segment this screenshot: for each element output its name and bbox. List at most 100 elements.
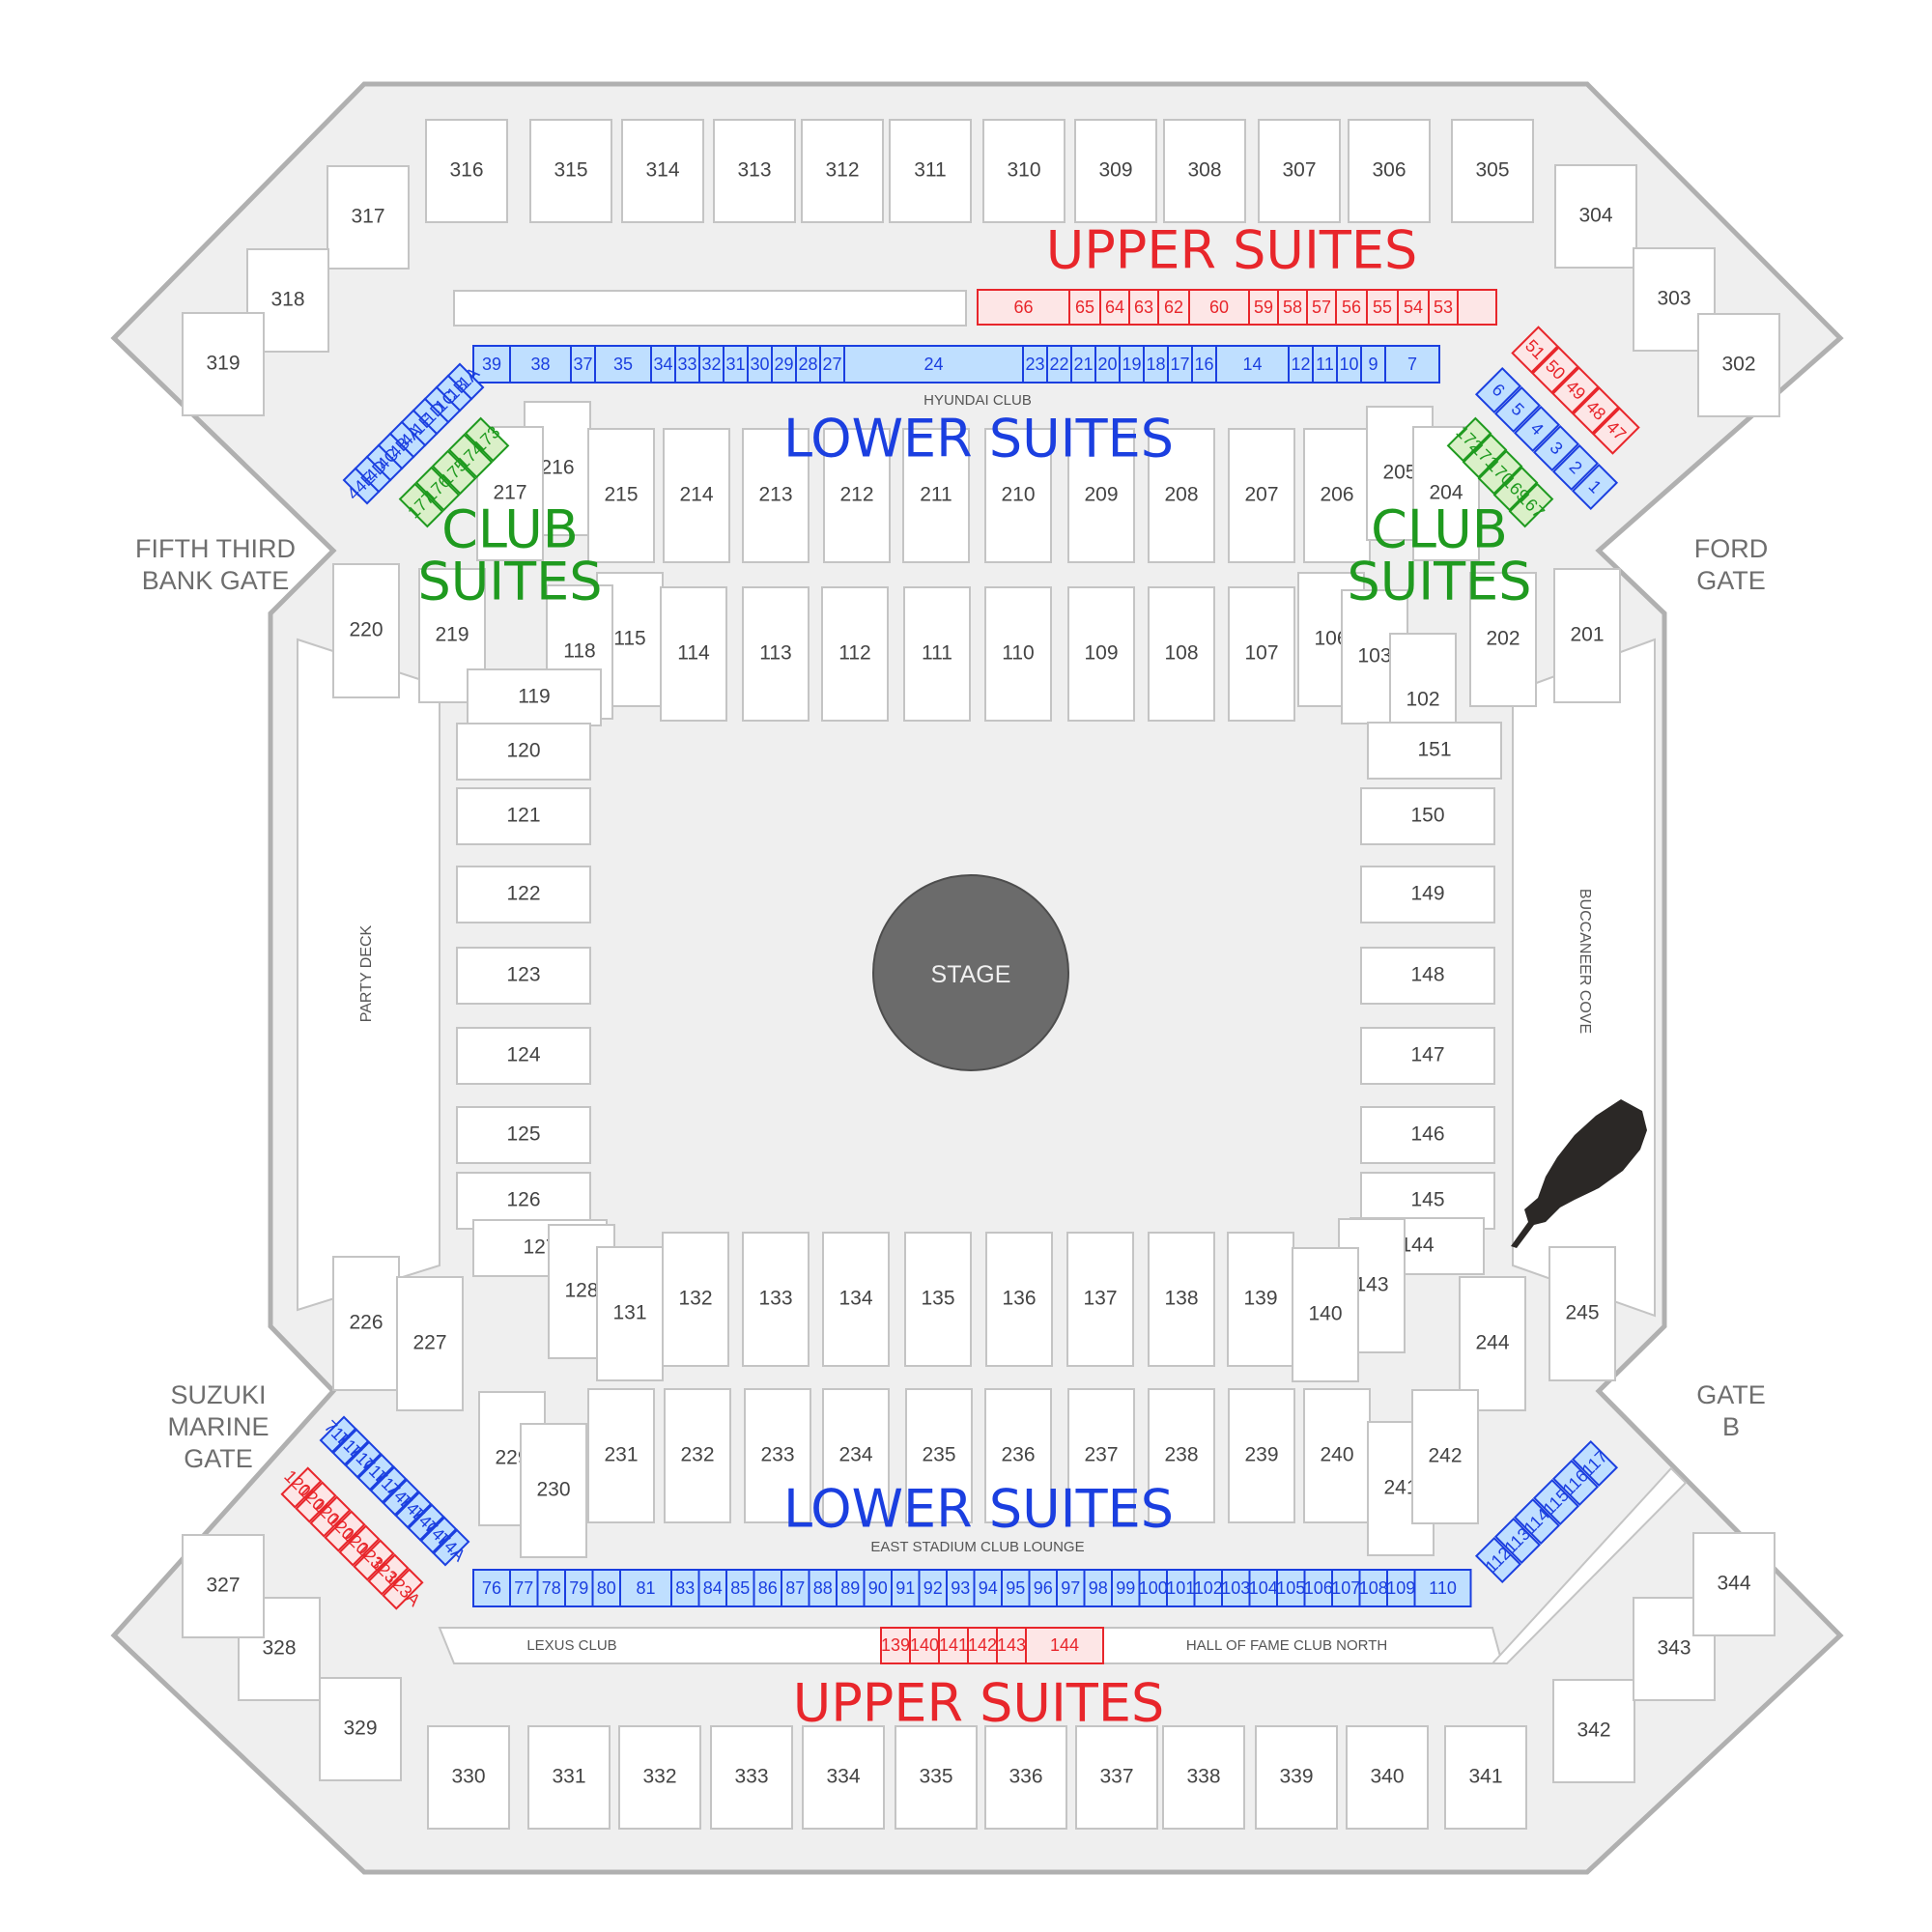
suite-60[interactable]: 60 bbox=[1188, 289, 1250, 326]
section-208[interactable]: 208 bbox=[1148, 428, 1215, 563]
suite-113[interactable]: 113 bbox=[1493, 1517, 1542, 1565]
suite-18[interactable]: 18 bbox=[1143, 345, 1169, 384]
section-327[interactable]: 327 bbox=[182, 1534, 265, 1638]
section-114[interactable]: 114 bbox=[660, 586, 727, 722]
suite-77[interactable]: 77 bbox=[509, 1569, 539, 1607]
suite-7[interactable]: 7 bbox=[1384, 345, 1440, 384]
section-120[interactable]: 120 bbox=[456, 723, 591, 781]
suite-105[interactable]: 105 bbox=[1276, 1569, 1306, 1607]
section-214[interactable]: 214 bbox=[663, 428, 730, 563]
suite-17[interactable]: 17 bbox=[1167, 345, 1193, 384]
section-206[interactable]: 206 bbox=[1303, 428, 1371, 563]
section-339[interactable]: 339 bbox=[1255, 1725, 1338, 1830]
section-119[interactable]: 119 bbox=[467, 668, 602, 726]
suite-21[interactable]: 21 bbox=[1070, 345, 1096, 384]
section-238[interactable]: 238 bbox=[1148, 1388, 1215, 1523]
section-236[interactable]: 236 bbox=[984, 1388, 1052, 1523]
suite-93[interactable]: 93 bbox=[946, 1569, 976, 1607]
section-138[interactable]: 138 bbox=[1148, 1232, 1215, 1367]
section-132[interactable]: 132 bbox=[662, 1232, 729, 1367]
section-310[interactable]: 310 bbox=[982, 119, 1065, 223]
suite-139[interactable]: 139 bbox=[880, 1627, 911, 1664]
section-340[interactable]: 340 bbox=[1346, 1725, 1429, 1830]
section-217[interactable]: 217 bbox=[476, 426, 544, 561]
suite-80[interactable]: 80 bbox=[591, 1569, 621, 1607]
suite-94[interactable]: 94 bbox=[973, 1569, 1003, 1607]
suite-16[interactable]: 16 bbox=[1191, 345, 1217, 384]
suite-99[interactable]: 99 bbox=[1111, 1569, 1141, 1607]
section-240[interactable]: 240 bbox=[1303, 1388, 1371, 1523]
section-213[interactable]: 213 bbox=[742, 428, 810, 563]
suite-90[interactable]: 90 bbox=[863, 1569, 893, 1607]
suite-9[interactable]: 9 bbox=[1360, 345, 1386, 384]
suite-29[interactable]: 29 bbox=[771, 345, 797, 384]
suite-57[interactable]: 57 bbox=[1306, 289, 1337, 326]
suite-59[interactable]: 59 bbox=[1248, 289, 1279, 326]
suite-50[interactable]: 50 bbox=[1531, 346, 1579, 394]
section-335[interactable]: 335 bbox=[895, 1725, 978, 1830]
section-319[interactable]: 319 bbox=[182, 312, 265, 416]
suite-79[interactable]: 79 bbox=[564, 1569, 594, 1607]
suite-28[interactable]: 28 bbox=[795, 345, 821, 384]
section-305[interactable]: 305 bbox=[1451, 119, 1534, 223]
section-309[interactable]: 309 bbox=[1074, 119, 1157, 223]
suite-30[interactable]: 30 bbox=[747, 345, 773, 384]
suite-6[interactable]: 6 bbox=[1474, 366, 1522, 414]
section-237[interactable]: 237 bbox=[1067, 1388, 1135, 1523]
section-121[interactable]: 121 bbox=[456, 787, 591, 845]
suite-110[interactable]: 110 bbox=[1413, 1569, 1472, 1607]
section-212[interactable]: 212 bbox=[823, 428, 891, 563]
section-242[interactable]: 242 bbox=[1411, 1389, 1479, 1524]
section-314[interactable]: 314 bbox=[621, 119, 704, 223]
section-151[interactable]: 151 bbox=[1367, 722, 1502, 780]
suite-14[interactable]: 14 bbox=[1215, 345, 1290, 384]
suite-96[interactable]: 96 bbox=[1028, 1569, 1058, 1607]
suite-144[interactable]: 144 bbox=[1025, 1627, 1104, 1664]
suite-97[interactable]: 97 bbox=[1056, 1569, 1086, 1607]
suite-81[interactable]: 81 bbox=[619, 1569, 672, 1607]
suite-5[interactable]: 5 bbox=[1493, 385, 1542, 434]
section-227[interactable]: 227 bbox=[396, 1276, 464, 1411]
suite-101[interactable]: 101 bbox=[1166, 1569, 1196, 1607]
suite-53[interactable]: 53 bbox=[1428, 289, 1459, 326]
section-231[interactable]: 231 bbox=[587, 1388, 655, 1523]
section-235[interactable]: 235 bbox=[905, 1388, 973, 1523]
section-209[interactable]: 209 bbox=[1067, 428, 1135, 563]
section-333[interactable]: 333 bbox=[710, 1725, 793, 1830]
section-232[interactable]: 232 bbox=[664, 1388, 731, 1523]
suite-95[interactable]: 95 bbox=[1001, 1569, 1031, 1607]
suite-51[interactable]: 51 bbox=[1511, 326, 1559, 374]
section-244[interactable]: 244 bbox=[1459, 1276, 1526, 1411]
section-304[interactable]: 304 bbox=[1554, 164, 1637, 269]
suite-117[interactable]: 117 bbox=[1571, 1439, 1619, 1488]
section-215[interactable]: 215 bbox=[587, 428, 655, 563]
suite-104[interactable]: 104 bbox=[1248, 1569, 1278, 1607]
suite-37[interactable]: 37 bbox=[570, 345, 596, 384]
section-332[interactable]: 332 bbox=[618, 1725, 701, 1830]
section-331[interactable]: 331 bbox=[527, 1725, 611, 1830]
suite-85[interactable]: 85 bbox=[725, 1569, 755, 1607]
suite-55[interactable]: 55 bbox=[1366, 289, 1399, 326]
suite-109[interactable]: 109 bbox=[1386, 1569, 1416, 1607]
suite-87[interactable]: 87 bbox=[781, 1569, 810, 1607]
suite-3[interactable]: 3 bbox=[1532, 424, 1580, 472]
suite-35[interactable]: 35 bbox=[594, 345, 652, 384]
section-344[interactable]: 344 bbox=[1692, 1532, 1776, 1636]
section-330[interactable]: 330 bbox=[427, 1725, 510, 1830]
section-135[interactable]: 135 bbox=[904, 1232, 972, 1367]
section-122[interactable]: 122 bbox=[456, 866, 591, 923]
section-337[interactable]: 337 bbox=[1075, 1725, 1158, 1830]
section-307[interactable]: 307 bbox=[1258, 119, 1341, 223]
section-202[interactable]: 202 bbox=[1469, 572, 1537, 707]
section-123[interactable]: 123 bbox=[456, 947, 591, 1005]
suite-65[interactable]: 65 bbox=[1068, 289, 1101, 326]
suite-blank[interactable] bbox=[1457, 289, 1497, 326]
suite-34[interactable]: 34 bbox=[650, 345, 676, 384]
suite-64[interactable]: 64 bbox=[1099, 289, 1130, 326]
suite-98[interactable]: 98 bbox=[1083, 1569, 1113, 1607]
section-342[interactable]: 342 bbox=[1552, 1679, 1635, 1783]
suite-33[interactable]: 33 bbox=[674, 345, 700, 384]
suite-76[interactable]: 76 bbox=[472, 1569, 511, 1607]
section-147[interactable]: 147 bbox=[1360, 1027, 1495, 1085]
section-107[interactable]: 107 bbox=[1228, 586, 1295, 722]
